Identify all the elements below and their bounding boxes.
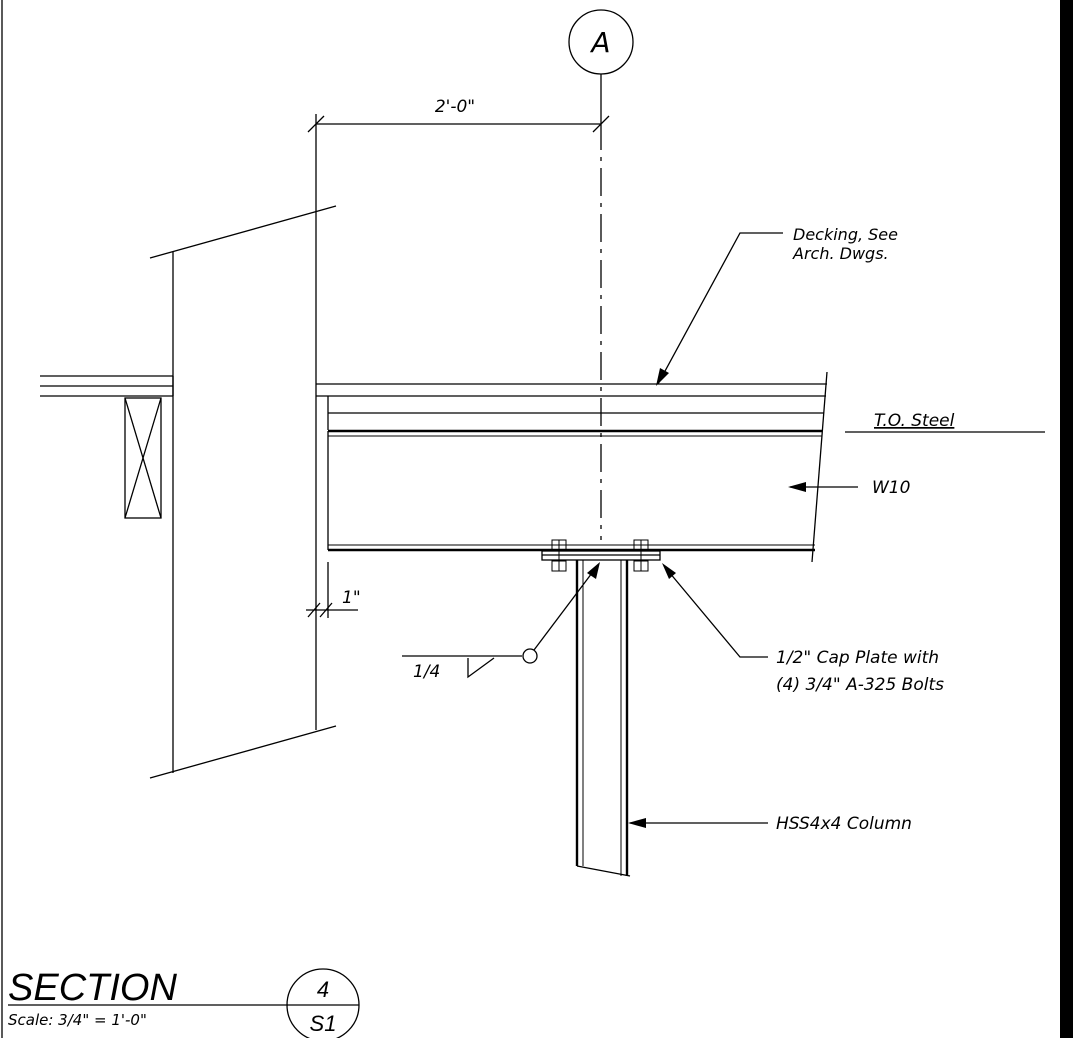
decking-leader — [656, 232, 783, 386]
hss-column — [575, 560, 631, 877]
cap-plate — [541, 550, 661, 561]
bolt-right — [633, 539, 649, 572]
w10-leader — [788, 482, 858, 492]
column-label: HSS4x4 Column — [776, 814, 912, 834]
dimension-1in — [306, 562, 358, 618]
sheet-border-right — [1060, 0, 1073, 1038]
floor-framing-left — [40, 375, 174, 397]
w10-beam — [327, 429, 822, 552]
cap-plate-label-line1: 1/2" Cap Plate with — [776, 648, 939, 668]
weld-symbol — [402, 562, 600, 679]
column-leader — [628, 818, 768, 828]
blocking — [124, 397, 162, 519]
weld-size-label: 1/4 — [413, 662, 440, 682]
cap-plate-leader — [662, 563, 768, 658]
dimension-2ft-label: 2'-0" — [435, 97, 475, 117]
bolt-left — [551, 539, 567, 572]
decking-label-line1: Decking, See — [793, 225, 898, 244]
grid-bubble-label: A — [589, 26, 610, 59]
wall-section — [149, 200, 337, 779]
section-title: SECTION — [8, 967, 177, 1009]
tos-label: T.O. Steel — [874, 411, 955, 431]
decking — [316, 371, 828, 563]
detail-number: 4 — [317, 977, 329, 1002]
decking-label-line2: Arch. Dwgs. — [792, 244, 889, 263]
cap-plate-label-line2: (4) 3/4" A-325 Bolts — [776, 675, 944, 695]
scale-label: Scale: 3/4" = 1'-0" — [8, 1011, 147, 1029]
dimension-1in-label: 1" — [342, 588, 361, 608]
w10-label: W10 — [872, 478, 910, 498]
dimension-2ft — [307, 114, 610, 200]
sheet-number: S1 — [310, 1011, 337, 1036]
